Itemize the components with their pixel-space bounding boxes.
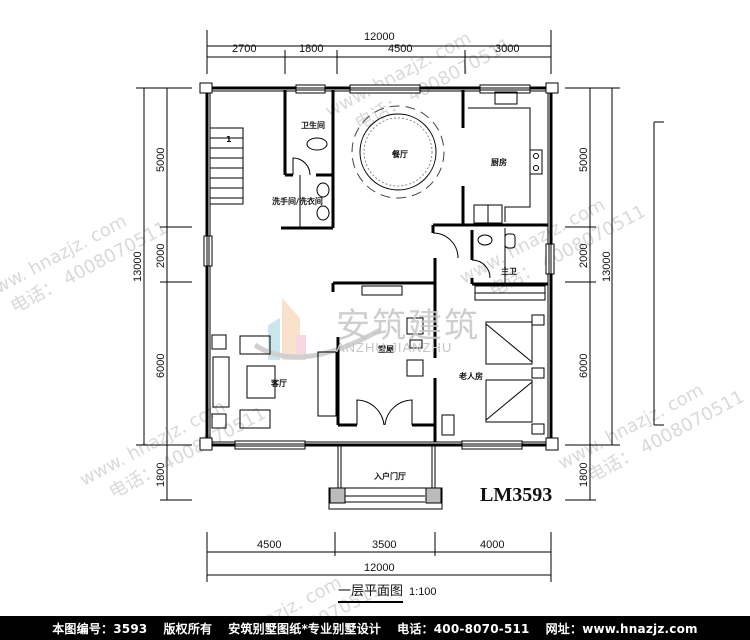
dim-top-seg: 2700 (232, 43, 256, 55)
dim-right-seg: 5000 (578, 148, 590, 172)
drawing-title: 一层平面图 1:100 (338, 580, 437, 603)
stair-label: 1 (226, 135, 232, 144)
room-label-master-bath: 主卫 (501, 266, 517, 276)
dimension-lines-left (136, 87, 192, 501)
footer-website[interactable]: 网址：www.hnazjz.com (545, 621, 698, 636)
room-label-hall: 堂屋 (378, 344, 394, 354)
footer-phone: 电话：400-8070-511 (397, 621, 530, 636)
windows (203, 84, 555, 450)
dim-left-total: 13000 (132, 251, 144, 282)
dim-bottom-seg: 4000 (480, 539, 504, 551)
dimension-lines-right (565, 87, 664, 501)
brand-name: 安筑建筑 (336, 306, 480, 346)
room-label-laundry: 洗手间/洗衣间 (272, 196, 323, 206)
dim-left-seg: 2000 (155, 244, 167, 268)
dining-table (351, 105, 445, 199)
dim-left-seg: 1800 (155, 463, 167, 487)
drawing-scale: 1:100 (409, 586, 437, 598)
footer-copyright: 版权所有 (163, 621, 213, 636)
drawing-title-name: 一层平面图 (338, 584, 404, 603)
dim-right-seg: 2000 (578, 244, 590, 268)
room-label-kitchen: 厨房 (491, 157, 507, 167)
room-label-dining: 餐厅 (391, 149, 408, 159)
interior-walls (281, 90, 548, 442)
dim-top-seg: 1800 (299, 43, 323, 55)
dim-bottom-seg: 3500 (372, 539, 396, 551)
dim-right-total: 13000 (601, 251, 613, 282)
dim-top-total: 12000 (364, 31, 395, 43)
room-label-entrance: 入户门厅 (373, 471, 406, 481)
dimension-lines-bottom (206, 532, 552, 582)
footer-bar: 本图编号：3593 版权所有 安筑别墅图纸*专业别墅设计 电话：400-8070… (0, 616, 750, 640)
dim-left-seg: 6000 (155, 354, 167, 378)
dim-bottom-seg: 4500 (257, 539, 281, 551)
dim-top-seg: 4500 (388, 43, 412, 55)
porch-column (425, 487, 442, 504)
brand-sub: ANZHU JIANZHU (336, 340, 453, 355)
room-label-bathroom: 卫生间 (301, 120, 325, 130)
dim-right-seg: 6000 (578, 354, 590, 378)
fixtures (209, 91, 546, 510)
footer-drawing-no: 本图编号：3593 (52, 621, 148, 636)
brand-logo-icon (253, 298, 382, 360)
room-label-living: 客厅 (270, 378, 287, 388)
footer-slogan: 安筑别墅图纸*专业别墅设计 (228, 621, 382, 636)
room-label-elder-bedroom: 老人房 (458, 371, 483, 381)
dim-right-seg: 1800 (578, 463, 590, 487)
dim-left-seg: 5000 (155, 148, 167, 172)
porch-column (329, 487, 346, 504)
dimension-lines-top (206, 30, 552, 74)
drawing-code: LM3593 (480, 484, 553, 506)
dim-bottom-total: 12000 (364, 562, 395, 574)
dim-top-seg: 3000 (495, 43, 519, 55)
